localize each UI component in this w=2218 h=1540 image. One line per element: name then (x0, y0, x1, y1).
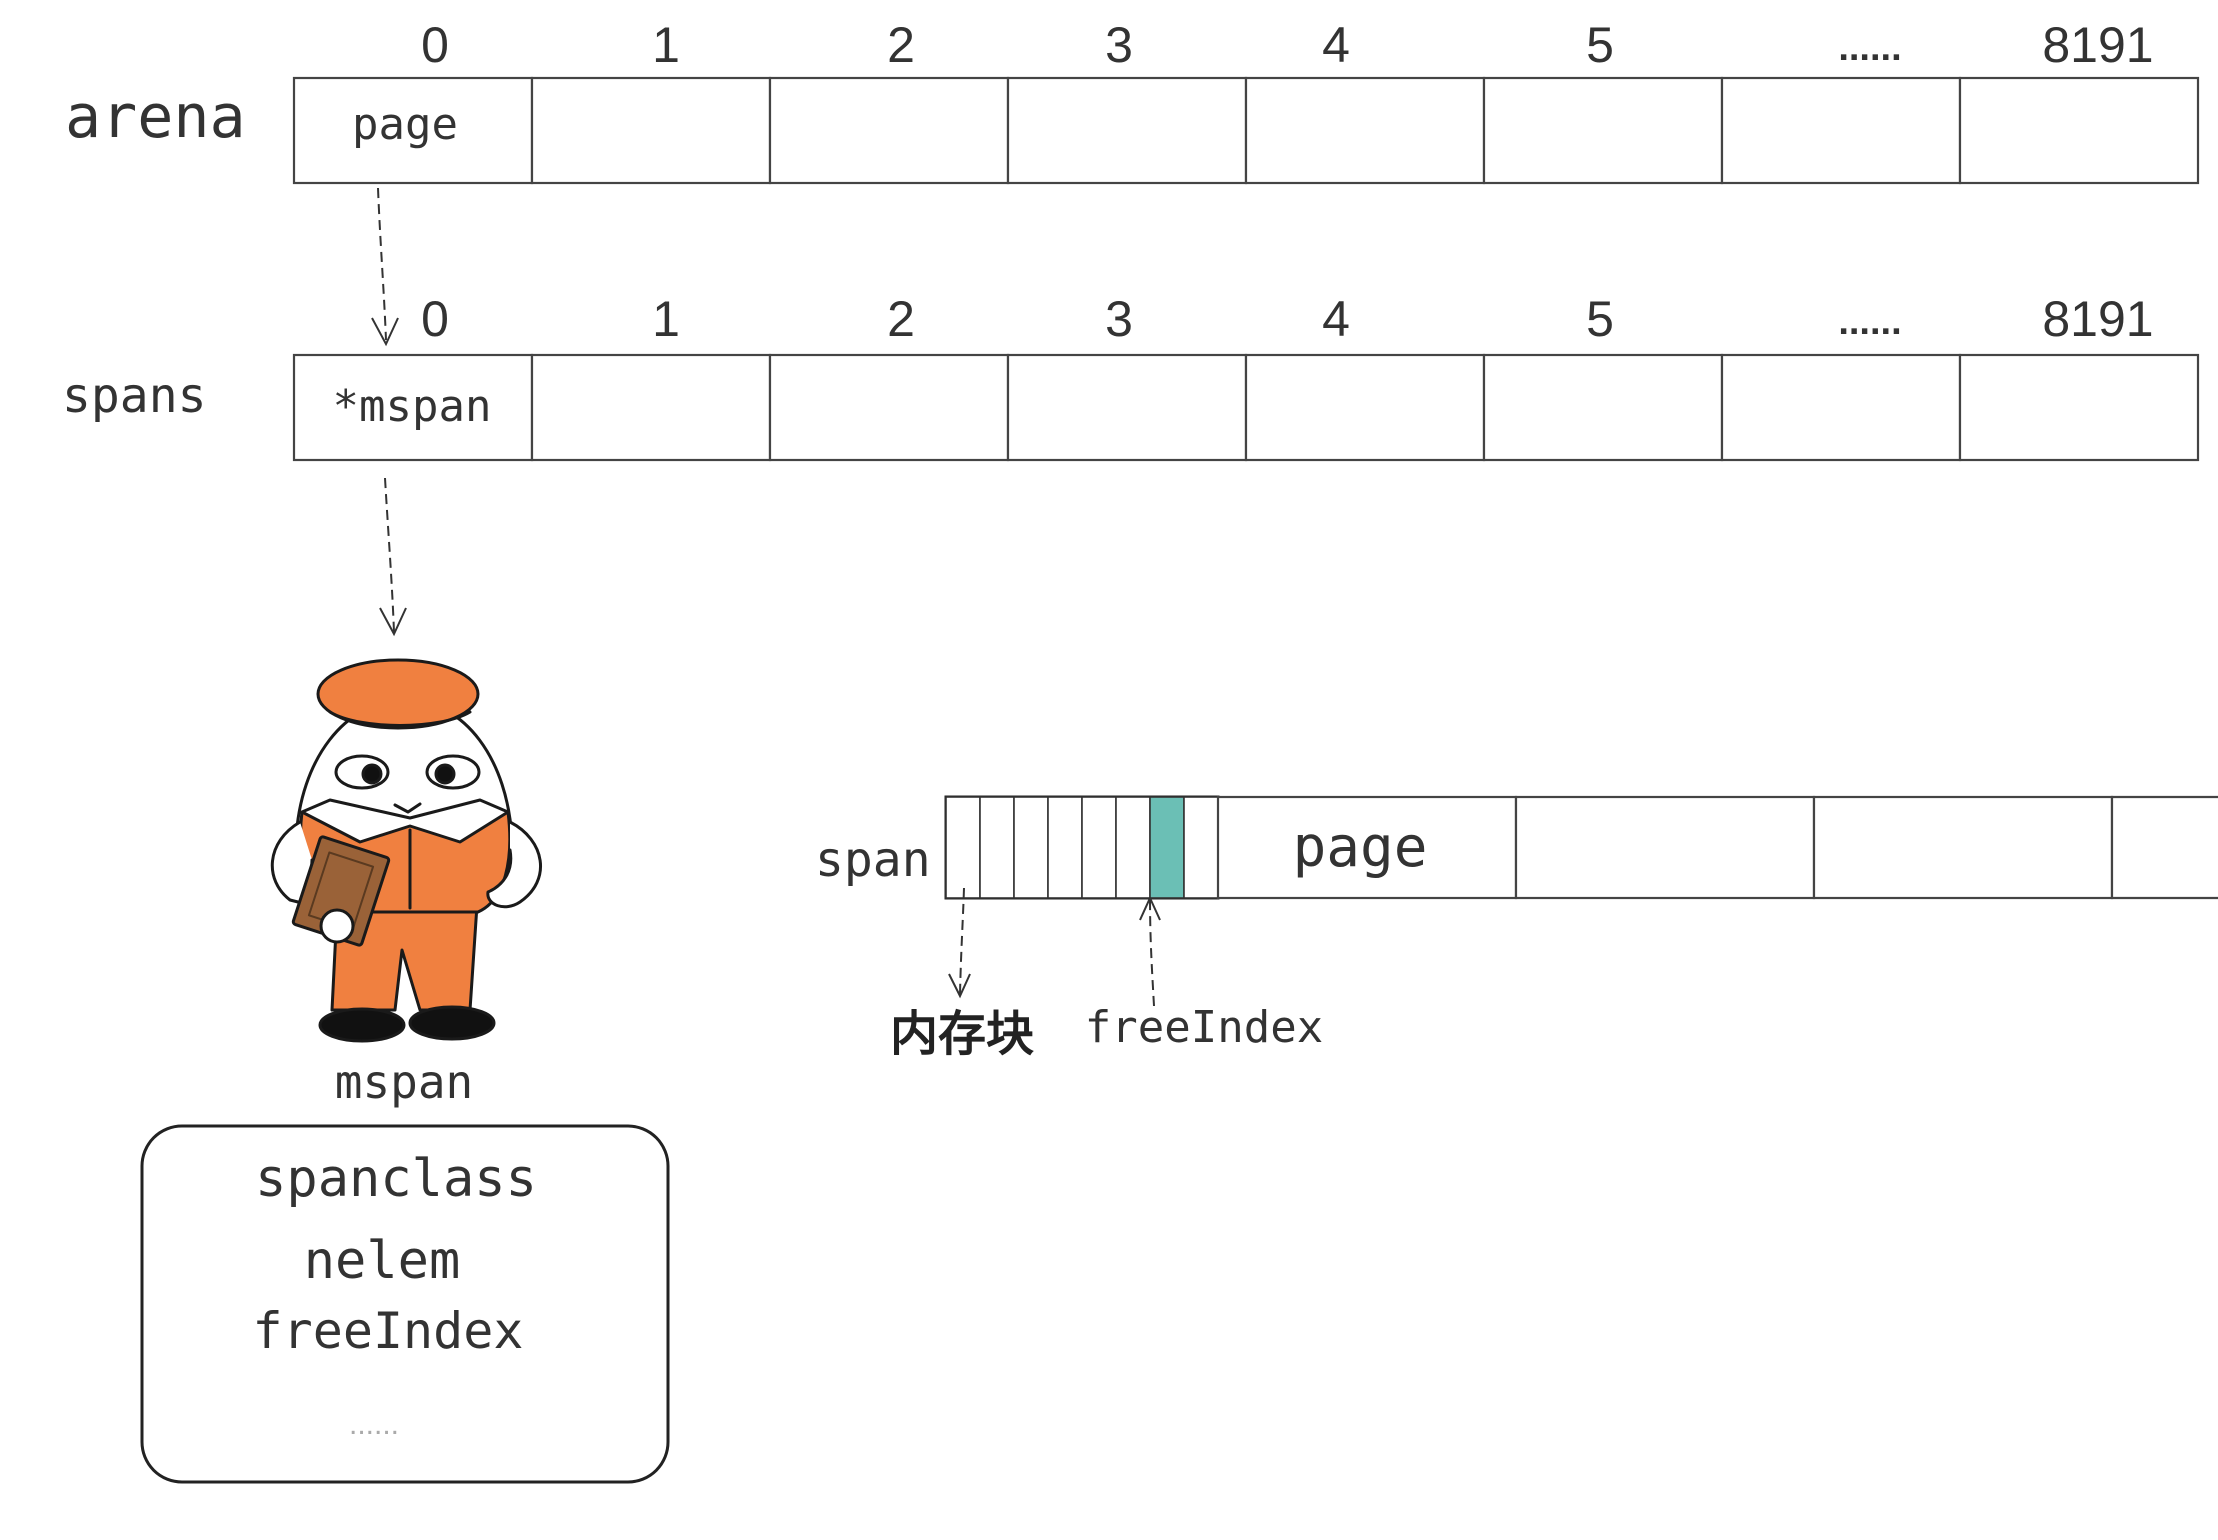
free-index-label: freeIndex (1085, 1002, 1323, 1053)
span-memory-block (1183, 796, 1219, 899)
arena-index: 2 (887, 17, 915, 73)
span-memory-block (1013, 796, 1049, 899)
arena-cell (768, 76, 1010, 185)
arena-cell (530, 76, 772, 185)
arena-page-label: page (352, 99, 458, 150)
arena-index-labels: 0 1 2 3 4 5 ...... 8191 (421, 17, 2154, 73)
arena-index: 0 (421, 17, 449, 73)
mascot-right-arm (486, 820, 542, 909)
spans-index: 1 (652, 291, 680, 347)
field-spanclass: spanclass (255, 1149, 537, 1209)
memory-block-label: 内存块 (890, 1006, 1034, 1062)
spans-cell (1006, 353, 1248, 462)
arrow-to-memory-block (948, 887, 971, 999)
arena-index: 4 (1322, 17, 1350, 73)
arena-cell (1720, 76, 1962, 185)
mspan-fields-frame (140, 1124, 670, 1484)
spans-cell (530, 353, 772, 462)
field-ellipsis: ...... (349, 1408, 399, 1441)
arena-index-ellipsis: ...... (1838, 27, 1901, 69)
arena-index: 1 (652, 17, 680, 73)
spans-index: 8191 (2042, 291, 2153, 347)
spans-label: spans (62, 368, 207, 424)
arena-cells (292, 76, 2200, 185)
span-memory-block (1047, 796, 1083, 899)
field-freeindex: freeIndex (253, 1302, 524, 1360)
arrow-span-to-mspan (379, 477, 407, 637)
arena-index: 3 (1105, 17, 1133, 73)
spans-index-labels: 0 1 2 3 4 5 ...... 8191 (421, 291, 2154, 347)
span-memory-block (979, 796, 1015, 899)
span-page-label: page (1293, 815, 1428, 880)
span-page-cell-partial (2110, 795, 2218, 900)
span-memory-block (945, 796, 981, 899)
arena-index: 5 (1586, 17, 1614, 73)
spans-cell (1244, 353, 1486, 462)
mspan-fields-box: spanclass nelem freeIndex ...... (140, 1124, 670, 1484)
arena-index: 8191 (2042, 17, 2153, 73)
spans-cell (1958, 353, 2200, 462)
arena-cell (292, 76, 534, 185)
spans-cell (292, 353, 534, 462)
span-strip: span page (815, 795, 2218, 900)
spans-mspan-pointer-label: *mspan (333, 381, 492, 432)
span-memory-block (1081, 796, 1117, 899)
spans-index: 3 (1105, 291, 1133, 347)
spans-cell (1482, 353, 1724, 462)
arena-cell (1244, 76, 1486, 185)
spans-row: spans 0 1 2 3 4 5 ...... 8191 *mspan (62, 291, 2200, 462)
arena-cell (1006, 76, 1248, 185)
spans-index: 0 (421, 291, 449, 347)
arena-cell (1482, 76, 1724, 185)
span-memory-blocks (944, 795, 1220, 900)
mascot-caption: mspan (335, 1055, 473, 1109)
spans-cells (292, 353, 2200, 462)
arena-row: arena 0 1 2 3 4 5 ...... 8191 page (65, 17, 2200, 185)
span-page-cell (1812, 795, 2114, 900)
spans-index: 4 (1322, 291, 1350, 347)
spans-index: 2 (887, 291, 915, 347)
span-label: span (815, 832, 931, 888)
field-nelem: nelem (304, 1231, 461, 1291)
mascot-left-shoe (318, 1007, 406, 1043)
arena-cell (1958, 76, 2200, 185)
spans-index: 5 (1586, 291, 1614, 347)
mspan-mascot-illustration (270, 658, 542, 1043)
spans-index-ellipsis: ...... (1838, 301, 1901, 343)
mascot-right-shoe (408, 1005, 496, 1041)
arrow-page-to-span (371, 187, 399, 347)
spans-cell (768, 353, 1010, 462)
arrow-to-free-index (1139, 895, 1161, 1007)
span-free-block (1149, 796, 1185, 899)
mascot-left-arm (270, 820, 314, 907)
span-page-cell (1514, 795, 1816, 900)
mascot-cap (316, 658, 480, 730)
spans-cell (1720, 353, 1962, 462)
arena-label: arena (65, 82, 246, 152)
span-memory-block (1115, 796, 1151, 899)
